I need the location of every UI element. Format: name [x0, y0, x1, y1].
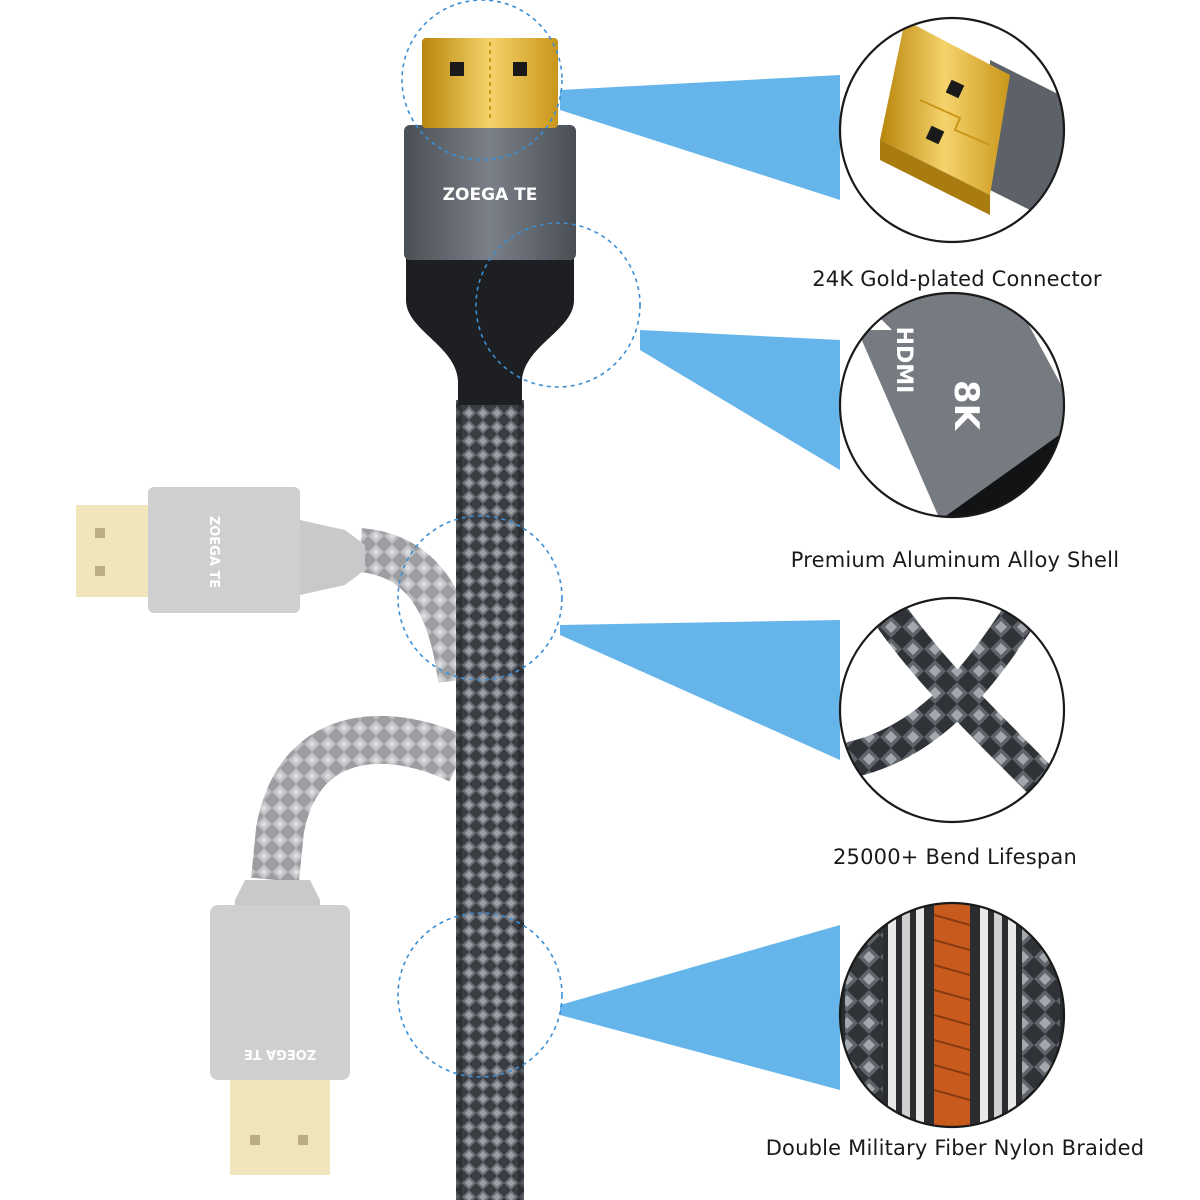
main-cable: ZOEGA TE — [404, 38, 576, 1200]
main-braided-cable — [456, 400, 524, 1200]
focus-circle-shell — [475, 222, 641, 388]
detail-circle-gold-connector — [838, 16, 1066, 244]
caption-nylon-braided: Double Military Fiber Nylon Braided — [765, 1136, 1145, 1160]
faded-brand-left: ZOEGA TE — [206, 516, 221, 588]
focus-circle-plug — [401, 0, 563, 161]
dashed-focus-circles — [397, 0, 641, 1078]
faded-cable-bottom: ZOEGA TE — [210, 716, 471, 1175]
detail-circle-nylon-braided — [838, 901, 1066, 1129]
callout-beam-bend — [560, 620, 840, 760]
focus-circle-braid — [397, 912, 563, 1078]
callout-beams — [560, 75, 840, 1090]
hdmi-logo-text: HDMI — [891, 327, 916, 394]
faded-gold-tip-left — [76, 505, 148, 597]
faded-cable-left: ZOEGA TE — [76, 487, 482, 683]
resolution-badge: 8K — [946, 380, 986, 432]
focus-circle-bend — [397, 515, 563, 681]
detail-circle-bend-lifespan — [838, 596, 1066, 824]
caption-aluminum-shell: Premium Aluminum Alloy Shell — [790, 548, 1120, 572]
callout-beam-shell — [640, 330, 840, 470]
faded-shell-left — [148, 487, 300, 613]
detail-circle-aluminum-shell: HDMI 8K — [838, 291, 1066, 519]
callout-beam-gold — [560, 75, 840, 200]
faded-shell-bottom — [210, 905, 350, 1080]
strain-relief — [406, 255, 574, 405]
shell-brand-text: ZOEGA TE — [443, 185, 538, 205]
faded-gold-tip-bottom — [230, 1080, 330, 1175]
caption-gold-connector: 24K Gold-plated Connector — [812, 267, 1102, 291]
callout-beam-braid — [560, 925, 840, 1090]
caption-bend-lifespan: 25000+ Bend Lifespan — [832, 845, 1078, 869]
faded-brand-bottom: ZOEGA TE — [244, 1046, 316, 1061]
copper-core — [934, 903, 970, 1127]
